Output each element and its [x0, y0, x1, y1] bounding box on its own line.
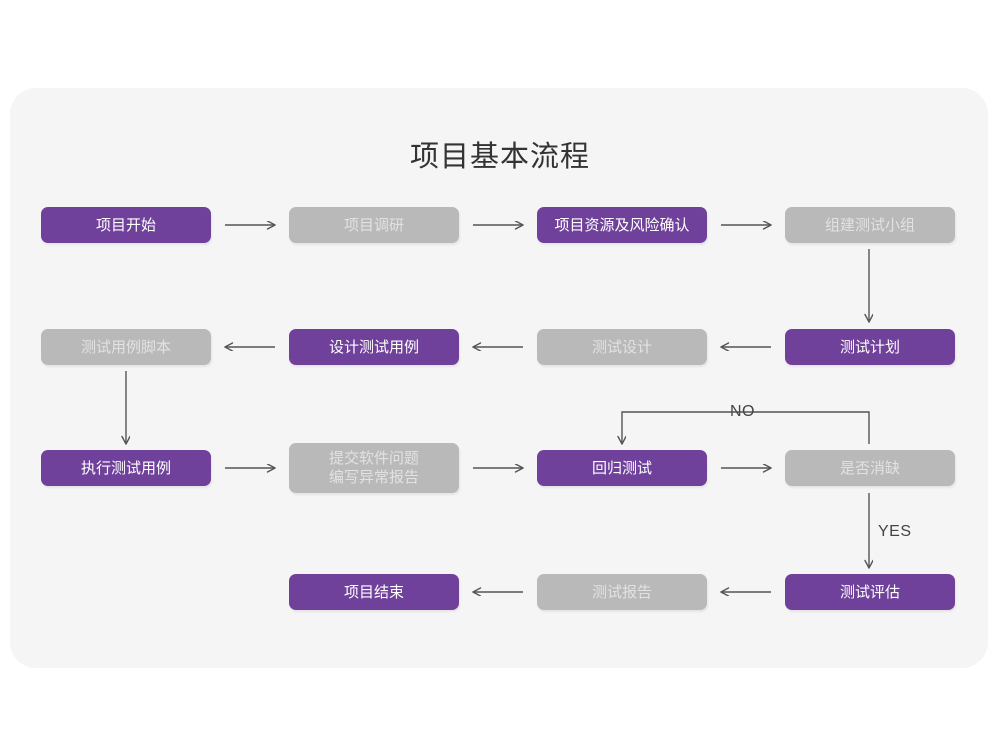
node-test-evaluation[interactable]: 测试评估	[785, 574, 955, 610]
node-label: 提交软件问题 编写异常报告	[328, 450, 419, 486]
node-label: 项目开始	[95, 216, 156, 234]
node-label: 项目资源及风险确认	[554, 216, 690, 234]
node-label: 测试设计	[591, 338, 652, 356]
node-design-testcase[interactable]: 设计测试用例	[289, 329, 459, 365]
node-project-research[interactable]: 项目调研	[289, 207, 459, 243]
node-project-end[interactable]: 项目结束	[289, 574, 459, 610]
diagram-card	[10, 88, 988, 668]
node-label: 测试评估	[839, 583, 900, 601]
node-build-test-team[interactable]: 组建测试小组	[785, 207, 955, 243]
node-test-report[interactable]: 测试报告	[537, 574, 707, 610]
node-submit-issue-report[interactable]: 提交软件问题 编写异常报告	[289, 443, 459, 493]
node-resource-risk-confirm[interactable]: 项目资源及风险确认	[537, 207, 707, 243]
node-label: 项目结束	[343, 583, 404, 601]
node-label: 执行测试用例	[80, 459, 171, 477]
node-test-design[interactable]: 测试设计	[537, 329, 707, 365]
node-label: 是否消缺	[839, 459, 900, 477]
edge-label-yes: YES	[878, 523, 912, 540]
node-label: 回归测试	[591, 459, 652, 477]
node-defect-resolved[interactable]: 是否消缺	[785, 450, 955, 486]
node-execute-testcase[interactable]: 执行测试用例	[41, 450, 211, 486]
node-label: 组建测试小组	[824, 216, 915, 234]
node-project-start[interactable]: 项目开始	[41, 207, 211, 243]
edge-label-no: NO	[730, 403, 755, 420]
node-label: 测试报告	[591, 583, 652, 601]
node-test-plan[interactable]: 测试计划	[785, 329, 955, 365]
node-label: 设计测试用例	[328, 338, 419, 356]
node-label: 项目调研	[343, 216, 404, 234]
node-label: 测试计划	[839, 338, 900, 356]
node-label: 测试用例脚本	[80, 338, 171, 356]
node-testcase-script[interactable]: 测试用例脚本	[41, 329, 211, 365]
page-title: 项目基本流程	[409, 141, 590, 173]
node-regression-test[interactable]: 回归测试	[537, 450, 707, 486]
edge-no-loop	[622, 411, 870, 444]
